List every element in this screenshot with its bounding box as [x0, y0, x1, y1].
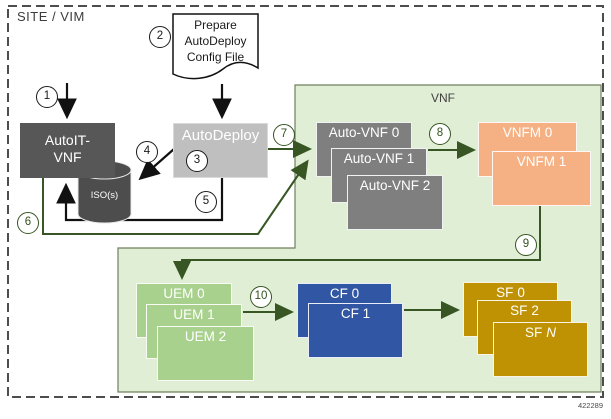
figure-id: 422289: [577, 401, 603, 410]
iso-cylinder-label: ISO(s): [90, 190, 119, 201]
step-7-badge: 7: [273, 124, 295, 146]
cf-1-box: CF 1: [308, 303, 403, 358]
autoit-vnf-label-line1: AutoIT-: [44, 132, 91, 148]
doc-line-3: Config File: [186, 50, 245, 64]
auto-vnf-2-box: Auto-VNF 2: [347, 175, 443, 230]
prepare-config-file-label: Prepare AutoDeploy Config File: [173, 17, 258, 65]
step-8-badge: 8: [429, 123, 451, 145]
site-vim-label: SITE / VIM: [17, 9, 85, 24]
step-3-badge: 3: [186, 150, 208, 172]
site-vim-dashed-border: [7, 5, 604, 398]
step-1-badge: 1: [36, 86, 58, 108]
uem-2-box: UEM 2: [157, 326, 254, 381]
step-10-badge: 10: [250, 286, 272, 308]
arrow-step6: [42, 159, 309, 235]
doc-line-2: AutoDeploy: [184, 34, 247, 48]
arrow-step9: [173, 206, 541, 280]
vnfm-1-box: VNFM 1: [492, 151, 591, 206]
autoit-vnf-box: AutoIT- VNF: [20, 123, 115, 178]
doc-line-1: Prepare: [194, 18, 237, 32]
vnf-group-label: VNF: [431, 91, 455, 105]
step-6-badge: 6: [17, 212, 39, 234]
step-2-badge: 2: [149, 26, 171, 48]
autodeploy-box: AutoDeploy: [173, 123, 268, 178]
arrow-step4: [138, 148, 175, 181]
step-4-badge: 4: [136, 141, 158, 163]
document-shape: [172, 13, 259, 80]
autoit-vnf-label-line2: VNF: [53, 149, 82, 165]
step-9-badge: 9: [515, 234, 537, 256]
arrow-step5: [56, 178, 224, 222]
step-5-badge: 5: [195, 191, 217, 213]
